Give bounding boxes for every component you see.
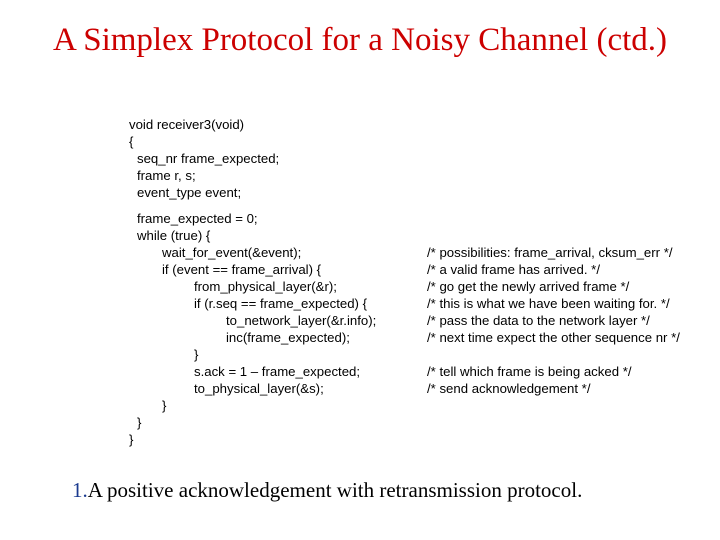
code-line: void receiver3(void) [129,117,245,132]
slide-title: A Simplex Protocol for a Noisy Channel (… [52,22,668,58]
list-number: 1. [72,478,88,502]
code-comment: /* this is what we have been waiting for… [427,296,670,311]
code-line: wait_for_event(&event); [162,245,302,260]
code-line: from_physical_layer(&r); [194,279,337,294]
code-comment: /* next time expect the other sequence n… [427,330,680,345]
code-line: { [129,134,134,149]
code-line: } [137,415,142,430]
code-line: s.ack = 1 – frame_expected; [194,364,361,379]
code-comment: /* go get the newly arrived frame */ [427,279,630,294]
code-line: inc(frame_expected); [226,330,350,345]
footer-text: A positive acknowledgement with retransm… [87,478,583,502]
footer-caption: 1.A positive acknowledgement with retran… [72,478,582,503]
code-line: if (r.seq == frame_expected) { [194,296,367,311]
code-comment: /* possibilities: frame_arrival, cksum_e… [427,245,673,260]
code-line: } [129,432,134,447]
code-line: frame_expected = 0; [137,211,258,226]
code-line: to_network_layer(&r.info); [226,313,377,328]
code-line: to_physical_layer(&s); [194,381,324,396]
code-comment: /* tell which frame is being acked */ [427,364,632,379]
code-comment: /* send acknowledgement */ [427,381,591,396]
code-line: seq_nr frame_expected; [137,151,280,166]
code-line: event_type event; [137,185,242,200]
code-line: if (event == frame_arrival) { [162,262,322,277]
code-line: while (true) { [137,228,211,243]
code-line: frame r, s; [137,168,196,183]
code-listing: void receiver3(void) { seq_nr frame_expe… [129,117,680,447]
code-line: } [194,347,199,362]
code-line: } [162,398,167,413]
code-comment: /* pass the data to the network layer */ [427,313,650,328]
code-comment: /* a valid frame has arrived. */ [427,262,600,277]
